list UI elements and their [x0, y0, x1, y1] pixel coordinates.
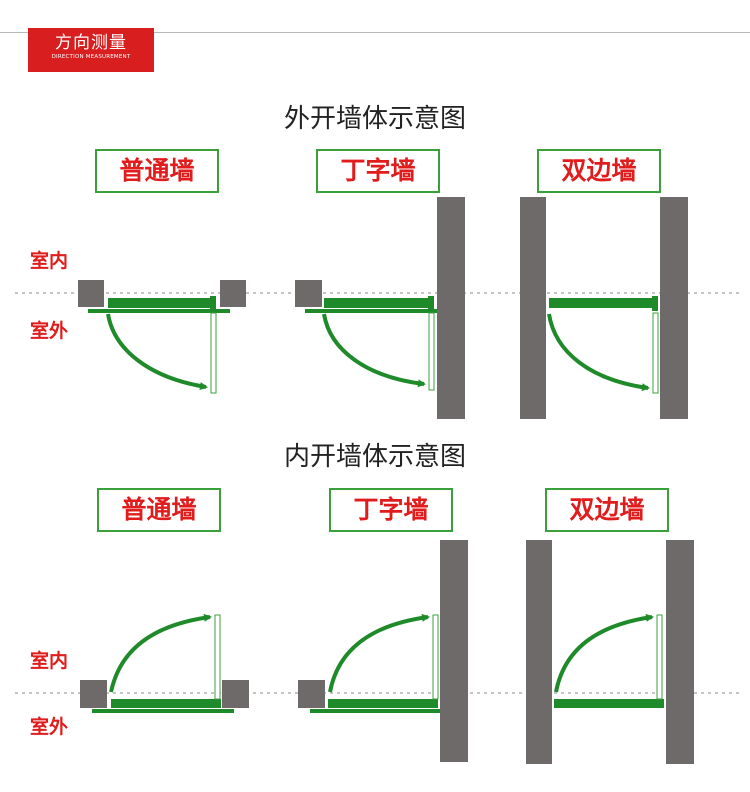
swing-arrow: [106, 313, 208, 390]
section-badge: 方向测量 DIRECTION MEASUREMENT: [28, 28, 154, 72]
wall-pillar-left: [520, 197, 546, 419]
outward-t-wall-diagram: [295, 197, 465, 419]
door-leaf-open: [428, 312, 435, 391]
wall-block: [222, 680, 249, 708]
door-leaf-closed: [111, 699, 221, 708]
inward-outdoor-label: 室外: [30, 716, 69, 738]
door-frame-sill: [305, 309, 437, 313]
inward-double-wall-diagram: [526, 540, 694, 764]
outward-wall-label-t: 丁字墙: [316, 149, 440, 193]
door-leaf-closed: [324, 298, 430, 308]
door-leaf-open: [432, 614, 439, 700]
door-leaf-open: [214, 614, 221, 700]
door-frame-sill: [88, 309, 230, 313]
inward-normal-wall-diagram: [80, 613, 249, 713]
door-leaf-closed: [549, 298, 655, 308]
outward-section-title: 外开墙体示意图: [283, 104, 466, 134]
door-hinge: [210, 296, 216, 311]
door-leaf-closed: [554, 699, 664, 708]
door-leaf-open: [210, 312, 217, 394]
door-leaf-open: [656, 614, 663, 700]
wall-pillar-left: [526, 540, 552, 764]
door-leaf-open: [652, 312, 659, 394]
wall-pillar-right: [666, 540, 694, 764]
wall-pillar: [437, 197, 465, 419]
door-frame-sill: [92, 709, 234, 713]
door-frame-sill: [310, 709, 440, 713]
wall-pillar: [440, 540, 468, 762]
outward-normal-wall-diagram: [78, 280, 246, 394]
inward-section-title: 内开墙体示意图: [283, 442, 466, 472]
door-hinge: [652, 296, 658, 311]
inward-t-wall-diagram: [298, 540, 468, 762]
outward-double-wall-diagram: [520, 197, 688, 419]
door-leaf-closed: [108, 298, 216, 308]
inward-wall-label-t: 丁字墙: [329, 488, 453, 532]
outward-outdoor-label: 室外: [30, 320, 69, 342]
badge-title: 方向测量: [55, 33, 127, 53]
wall-block: [78, 280, 104, 307]
inward-wall-label-double: 双边墙: [545, 488, 669, 532]
outward-wall-label-double: 双边墙: [537, 149, 661, 193]
wall-block: [220, 280, 246, 307]
header-rule: [0, 32, 750, 33]
swing-arrow: [322, 313, 426, 388]
swing-arrow: [554, 613, 654, 693]
wall-block: [295, 280, 322, 307]
inward-indoor-label: 室内: [30, 650, 69, 672]
badge-subtitle: DIRECTION MEASUREMENT: [51, 54, 131, 60]
outward-indoor-label: 室内: [30, 250, 69, 272]
door-hinge: [428, 296, 434, 311]
wall-pillar-right: [660, 197, 688, 419]
swing-arrow: [547, 313, 650, 392]
inward-wall-label-normal: 普通墙: [97, 488, 221, 532]
wall-block: [298, 680, 325, 708]
swing-arrow: [109, 613, 212, 693]
wall-block: [80, 680, 107, 708]
swing-arrow: [328, 613, 430, 693]
outward-wall-label-normal: 普通墙: [95, 149, 219, 193]
door-leaf-closed: [328, 699, 438, 708]
